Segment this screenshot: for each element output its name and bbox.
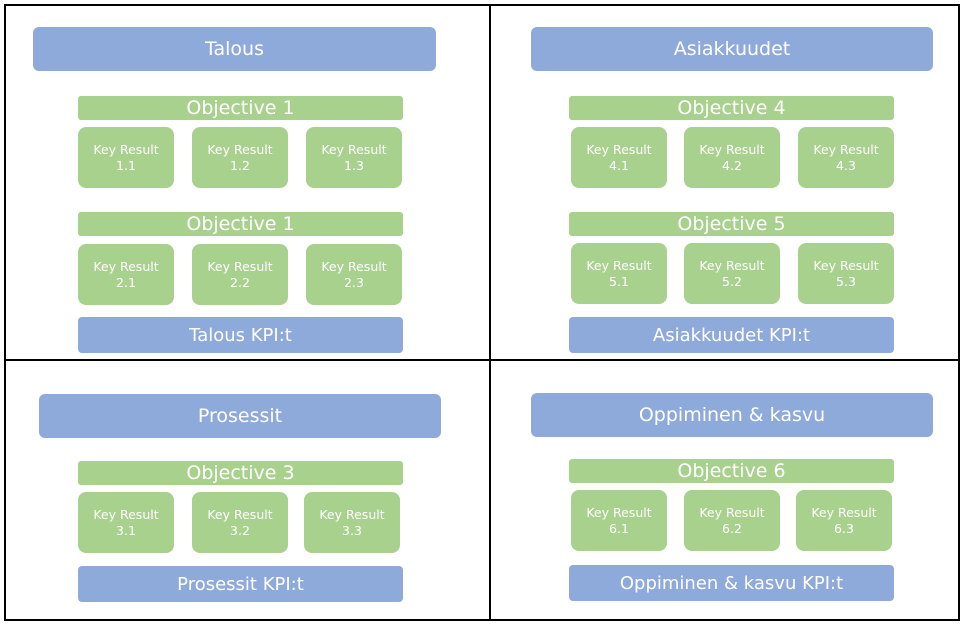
key-result-number: 1.3 <box>344 157 364 173</box>
key-result-number: 3.3 <box>342 522 362 538</box>
kpi-bar: Prosessit KPI:t <box>78 566 403 602</box>
key-result-title: Key Result <box>813 257 879 273</box>
key-result-title: Key Result <box>319 506 385 522</box>
key-result-title: Key Result <box>207 141 273 157</box>
key-result-number: 5.3 <box>836 273 856 289</box>
key-result-title: Key Result <box>586 257 652 273</box>
quadrant-header: Talous <box>33 27 436 71</box>
key-result-number: 6.2 <box>722 520 742 536</box>
key-result-title: Key Result <box>93 141 159 157</box>
key-result-number: 6.1 <box>609 520 629 536</box>
key-result-number: 6.3 <box>834 520 854 536</box>
diagram-frame <box>4 4 960 621</box>
objective-bar: Objective 4 <box>569 96 894 120</box>
kpi-bar: Oppiminen & kasvu KPI:t <box>569 565 894 601</box>
key-result-title: Key Result <box>207 258 273 274</box>
key-result-number: 3.2 <box>230 522 250 538</box>
key-result-title: Key Result <box>586 504 652 520</box>
key-result-number: 4.1 <box>609 157 629 173</box>
key-result-number: 2.1 <box>116 274 136 290</box>
key-result-number: 5.1 <box>609 273 629 289</box>
quadrant-header: Asiakkuudet <box>531 27 933 71</box>
horizontal-divider <box>4 359 960 361</box>
quadrant-header: Oppiminen & kasvu <box>531 393 933 437</box>
key-result-title: Key Result <box>321 258 387 274</box>
kpi-bar: Asiakkuudet KPI:t <box>569 317 894 353</box>
key-result-number: 2.2 <box>230 274 250 290</box>
objective-bar: Objective 1 <box>78 96 403 120</box>
key-result-title: Key Result <box>207 506 273 522</box>
key-result-title: Key Result <box>699 257 765 273</box>
key-result-number: 3.1 <box>116 522 136 538</box>
key-result-title: Key Result <box>321 141 387 157</box>
key-result-title: Key Result <box>699 504 765 520</box>
key-result-number: 1.1 <box>116 157 136 173</box>
key-result-title: Key Result <box>586 141 652 157</box>
key-result-title: Key Result <box>811 504 877 520</box>
key-result-number: 5.2 <box>722 273 742 289</box>
quadrant-header: Prosessit <box>39 394 441 438</box>
objective-bar: Objective 1 <box>78 212 403 236</box>
objective-bar: Objective 5 <box>569 212 894 236</box>
key-result-number: 1.2 <box>230 157 250 173</box>
vertical-divider <box>489 4 491 621</box>
key-result-number: 2.3 <box>344 274 364 290</box>
key-result-title: Key Result <box>699 141 765 157</box>
key-result-title: Key Result <box>813 141 879 157</box>
key-result-number: 4.3 <box>836 157 856 173</box>
objective-bar: Objective 6 <box>569 459 894 483</box>
key-result-number: 4.2 <box>722 157 742 173</box>
kpi-bar: Talous KPI:t <box>78 317 403 353</box>
key-result-title: Key Result <box>93 258 159 274</box>
key-result-title: Key Result <box>93 506 159 522</box>
objective-bar: Objective 3 <box>78 461 403 485</box>
